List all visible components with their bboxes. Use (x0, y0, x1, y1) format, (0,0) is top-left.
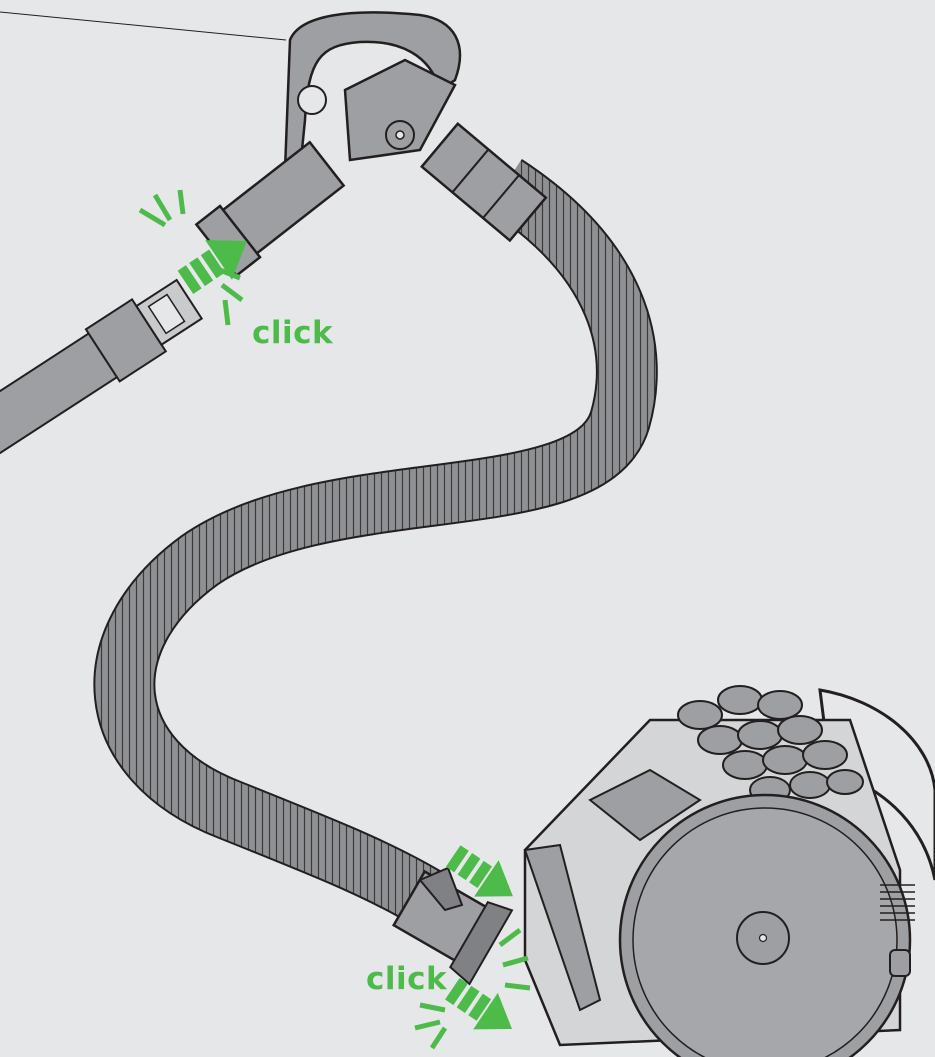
burst-lines-icon (414, 928, 531, 1050)
handle-assembly (194, 11, 548, 278)
burst-lines-icon (138, 189, 244, 326)
vacuum-body (523, 685, 935, 1057)
hose-end-connector (391, 869, 514, 986)
cyclone-cluster (677, 685, 864, 804)
arrow-icon (445, 845, 513, 897)
leader-line (0, 11, 287, 41)
extension-wand (0, 278, 204, 518)
click-label-bottom: click (366, 961, 448, 997)
arrow-icon (445, 977, 513, 1030)
click-label-top: click (252, 315, 334, 351)
